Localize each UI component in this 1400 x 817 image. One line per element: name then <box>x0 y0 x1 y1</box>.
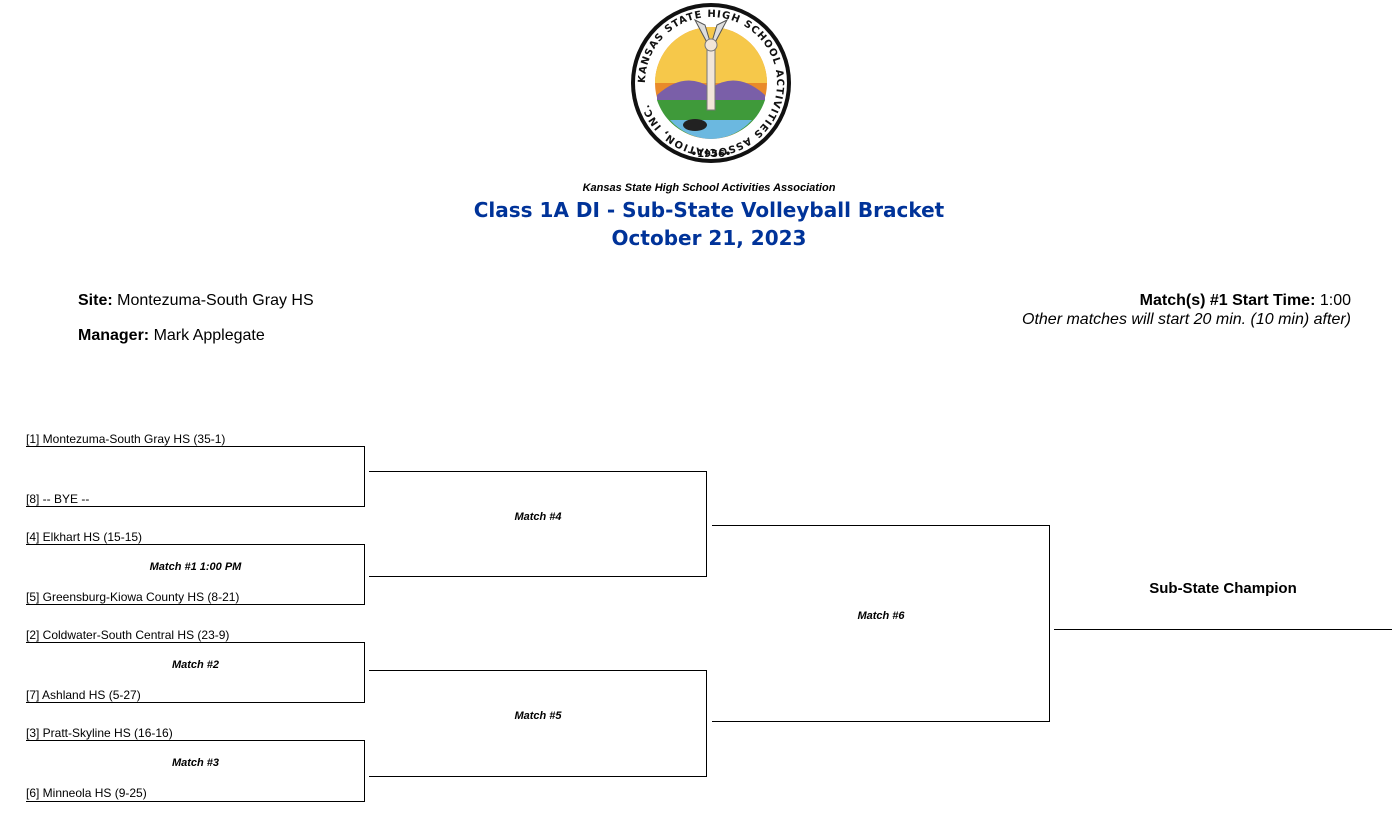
match-6-label: Match #6 <box>857 610 905 622</box>
site-value: Montezuma-South Gray HS <box>117 292 314 309</box>
site-label: Site: <box>78 292 113 309</box>
start-time-value: 1:00 <box>1319 292 1351 309</box>
team-slot-8: [8] -- BYE -- <box>26 492 90 506</box>
start-time-note: Other matches will start 20 min. (10 min… <box>1022 311 1351 328</box>
match-2-label: Match #2 <box>171 659 220 671</box>
team-slot-7: [7] Ashland HS (5-27) <box>26 688 141 702</box>
khsaa-logo: KANSAS STATE HIGH SCHOOL ACTIVITIES ASSO… <box>631 3 791 163</box>
bracket-match-4 <box>369 471 707 577</box>
bracket-match-3 <box>26 740 365 802</box>
site-info: Site: Montezuma-South Gray HS <box>78 292 314 310</box>
team-slot-6: [6] Minneola HS (9-25) <box>26 786 147 800</box>
bracket-match-1 <box>26 544 365 605</box>
manager-info: Manager: Mark Applegate <box>78 327 265 345</box>
match-5-label: Match #5 <box>514 710 562 722</box>
team-slot-5: [5] Greensburg-Kiowa County HS (8-21) <box>26 590 240 604</box>
team-slot-3: [3] Pratt-Skyline HS (16-16) <box>26 726 173 740</box>
bracket-r1-bye <box>26 446 365 507</box>
champion-line <box>1054 629 1392 630</box>
team-slot-1: [1] Montezuma-South Gray HS (35-1) <box>26 432 226 446</box>
match-3-label: Match #3 <box>171 757 220 769</box>
start-time-label: Match(s) #1 Start Time: <box>1139 292 1316 309</box>
match-1-label: Match #1 1:00 PM <box>149 561 242 573</box>
association-name: Kansas State High School Activities Asso… <box>582 182 836 194</box>
bracket-match-6 <box>712 525 1050 722</box>
champion-label: Sub-State Champion <box>1149 580 1297 597</box>
event-date: October 21, 2023 <box>611 226 807 250</box>
bracket-match-2 <box>26 642 365 703</box>
svg-text:•1956•: •1956• <box>691 149 732 160</box>
team-slot-4: [4] Elkhart HS (15-15) <box>26 530 143 544</box>
manager-label: Manager: <box>78 327 150 344</box>
start-time-info: Match(s) #1 Start Time: 1:00 <box>1140 292 1351 310</box>
manager-value: Mark Applegate <box>153 327 265 344</box>
page-title: Class 1A DI - Sub-State Volleyball Brack… <box>473 198 945 222</box>
match-4-label: Match #4 <box>514 511 562 523</box>
team-slot-2: [2] Coldwater-South Central HS (23-9) <box>26 628 230 642</box>
bracket-match-5 <box>369 670 707 777</box>
